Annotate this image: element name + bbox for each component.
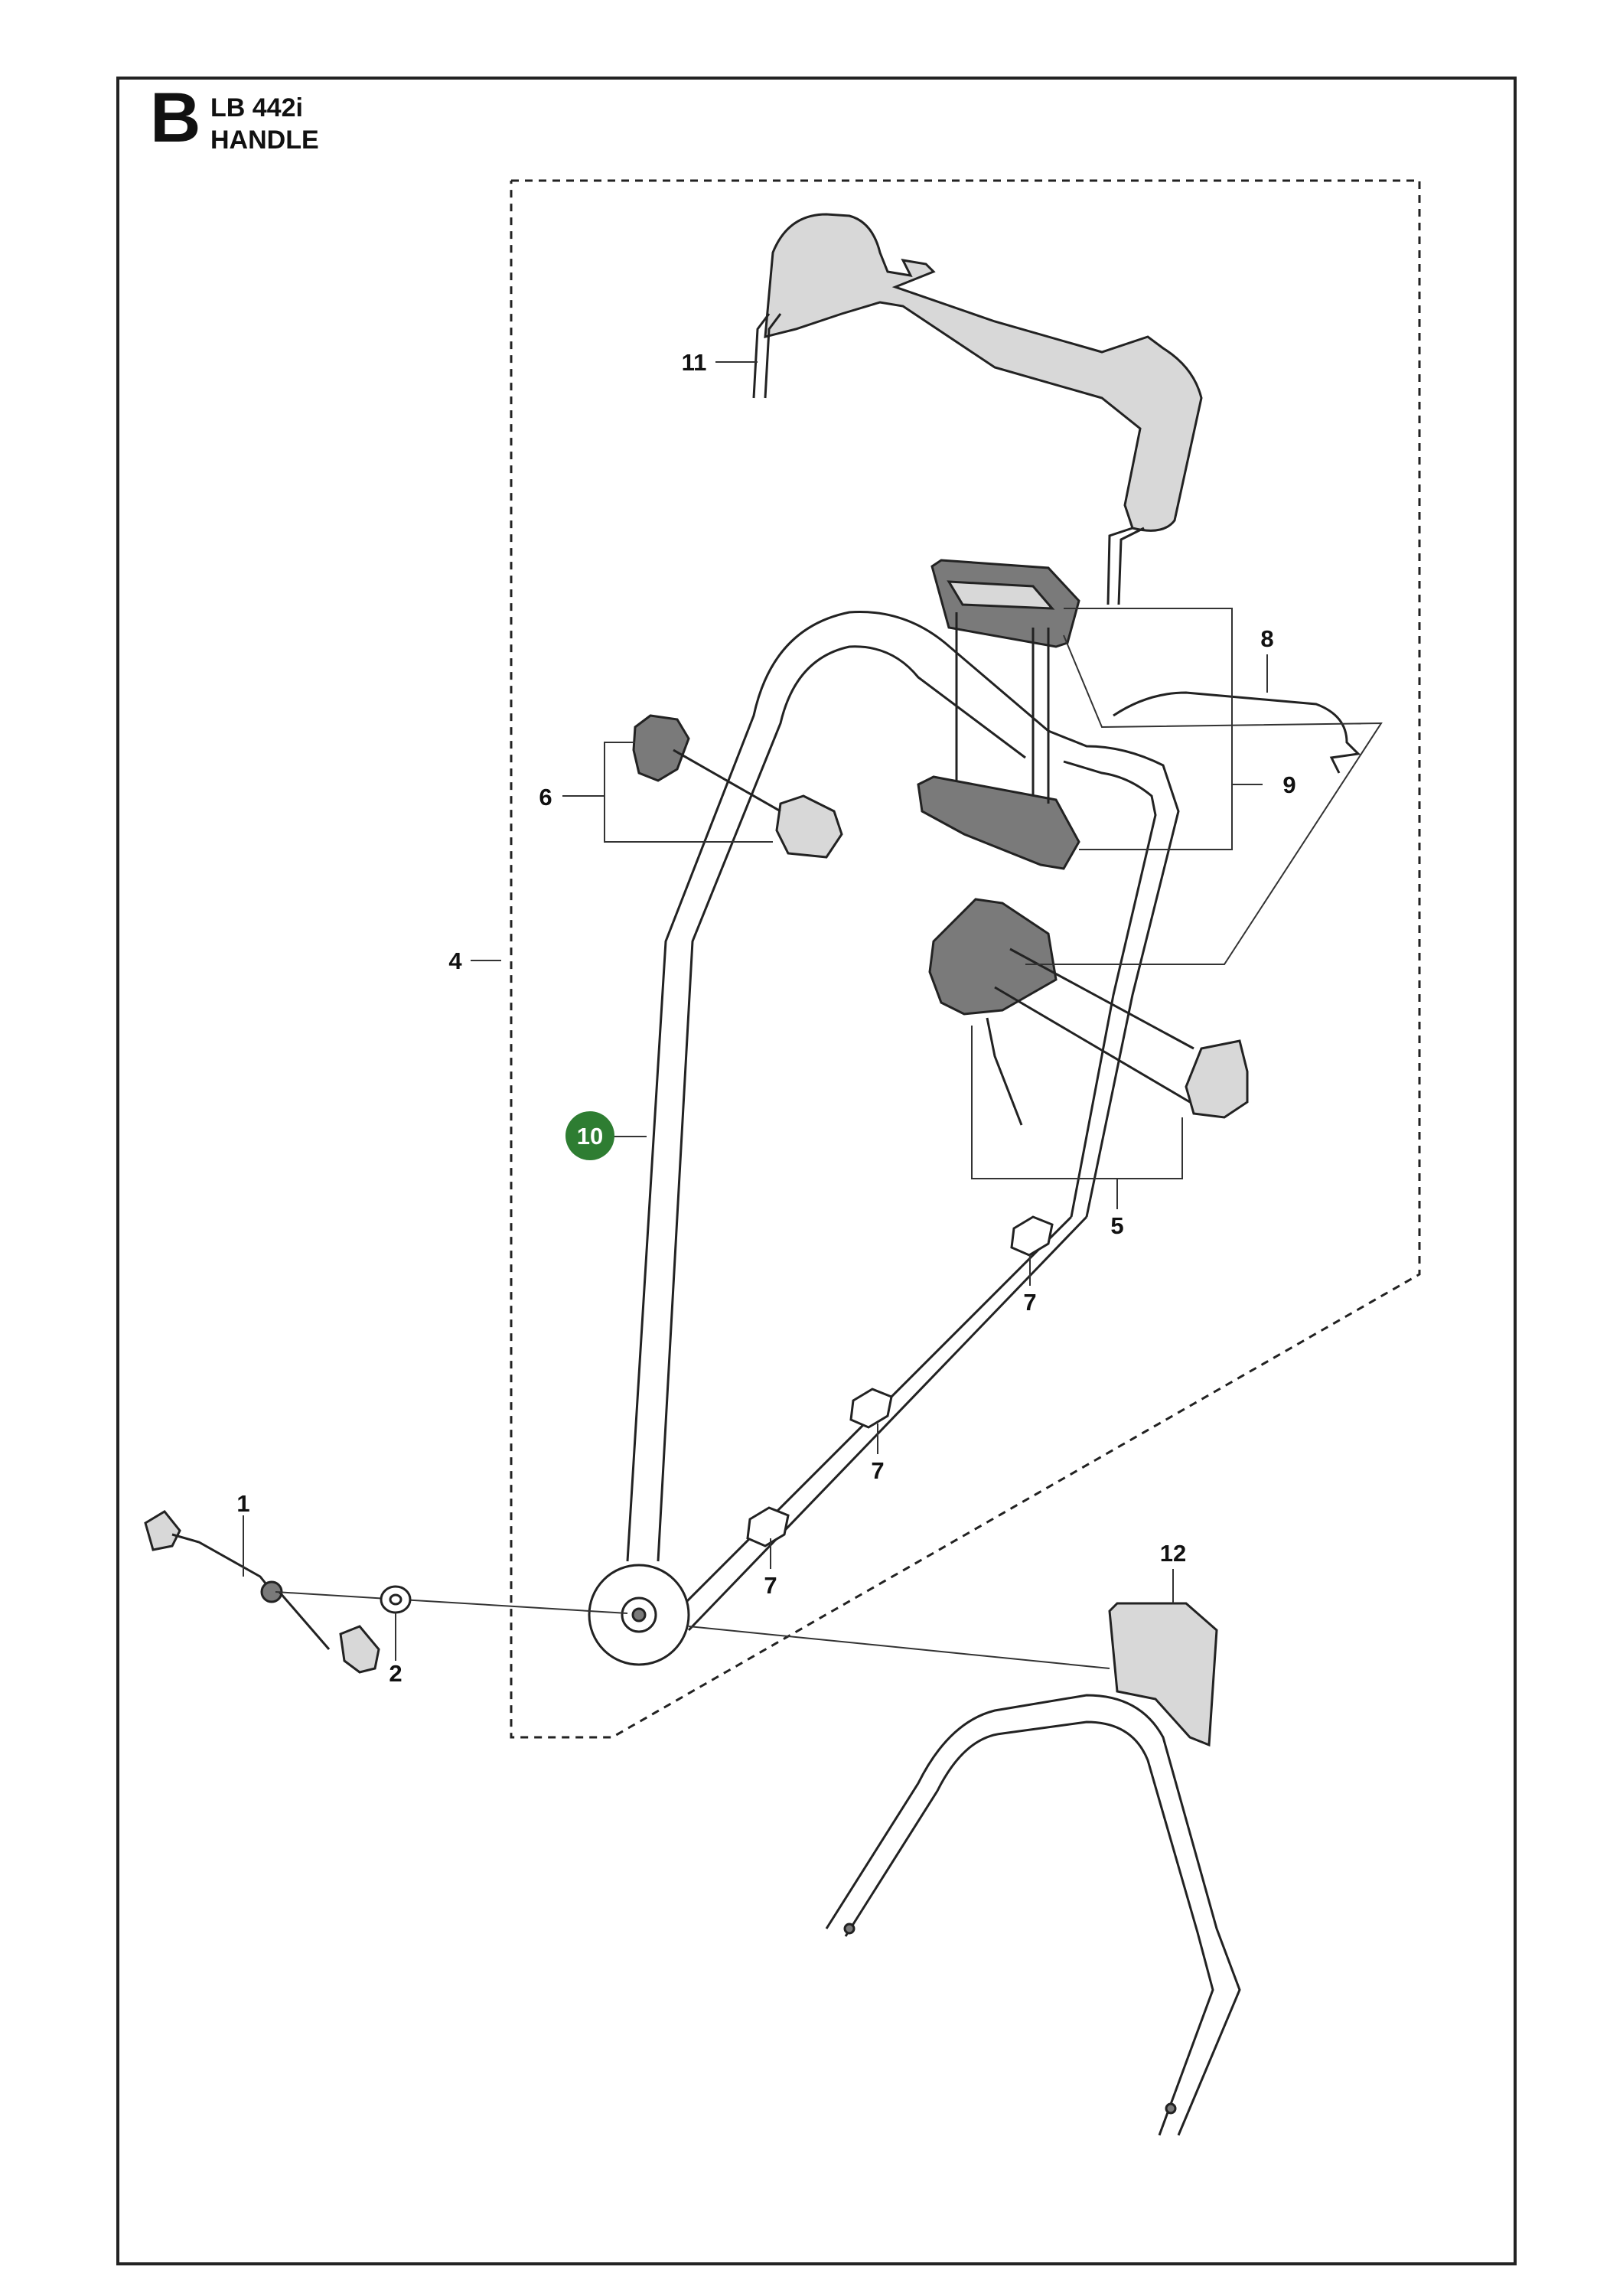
callout-4: 4 <box>448 947 462 974</box>
callout-5: 5 <box>1110 1212 1123 1239</box>
bracket-9 <box>1064 608 1233 850</box>
callout-6: 6 <box>539 784 552 810</box>
callout-7b: 7 <box>871 1457 884 1484</box>
callout-7c: 7 <box>764 1572 777 1599</box>
washer-part <box>380 1585 412 1614</box>
lower-bracket-part <box>688 1602 1241 2136</box>
callout-11: 11 <box>682 349 707 376</box>
callout-10-badge <box>565 1111 614 1160</box>
bracket-8 <box>1025 634 1383 965</box>
callout-2: 2 <box>389 1660 402 1687</box>
callout-12: 12 <box>1160 1540 1186 1567</box>
main-handle-tube-part <box>626 611 1180 1632</box>
pivot-hub-part <box>588 1564 690 1666</box>
clip-7c <box>746 1506 790 1548</box>
section-title: HANDLE <box>210 126 319 155</box>
display-base-part <box>917 612 1080 870</box>
diagram-frame <box>116 77 1517 2265</box>
callout-10: 10 <box>577 1123 603 1150</box>
knob-clamp-part <box>632 714 843 859</box>
control-handle-part <box>928 898 1249 1126</box>
section-letter: B <box>150 79 201 157</box>
model-name: LB 442i <box>210 93 303 122</box>
wire-harness-part <box>1113 691 1361 774</box>
knob-bolt-part <box>144 1510 628 1674</box>
bracket-6 <box>604 742 773 843</box>
top-grip-part <box>752 213 1203 605</box>
display-unit-part <box>930 559 1080 648</box>
callout-1: 1 <box>236 1490 249 1517</box>
clip-7b <box>849 1388 893 1429</box>
assembly-boundary <box>510 179 1421 1739</box>
callout-7a: 7 <box>1023 1289 1036 1316</box>
callout-9: 9 <box>1282 771 1295 798</box>
clip-7a <box>1010 1215 1054 1257</box>
bracket-5 <box>971 1026 1183 1179</box>
callout-8: 8 <box>1260 625 1273 652</box>
